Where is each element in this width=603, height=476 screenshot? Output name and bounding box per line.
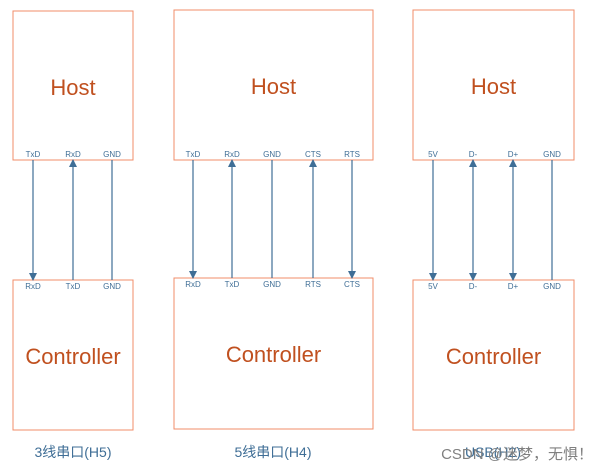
controller-box [12, 279, 134, 431]
controller-pin-label: GND [103, 282, 121, 291]
controller-box [173, 277, 374, 430]
controller-pin-label: D+ [508, 282, 519, 291]
controller-pin-label: D- [469, 282, 478, 291]
host-pin-label: TxD [26, 150, 41, 159]
panel-caption: 5线串口(H4) [234, 444, 311, 460]
controller-pin-label: TxD [66, 282, 81, 291]
controller-pin-label: 5V [428, 282, 438, 291]
controller-pin-label: CTS [344, 280, 360, 289]
controller-pin-label: TxD [225, 280, 240, 289]
controller-pin-label: RxD [25, 282, 41, 291]
host-pin-label: 5V [428, 150, 438, 159]
controller-pin-label: RxD [185, 280, 201, 289]
controller-pin-label: GND [263, 280, 281, 289]
host-pin-label: D+ [508, 150, 519, 159]
host-box [412, 9, 575, 161]
controller-title: Controller [25, 344, 120, 369]
controller-pin-label: GND [543, 282, 561, 291]
panel-caption: USB(H2) [465, 444, 521, 460]
host-pin-label: TxD [186, 150, 201, 159]
watermark: CSDN @迷梦，无惧！ [441, 446, 593, 463]
host-pin-label: RxD [224, 150, 240, 159]
host-box [12, 10, 134, 161]
controller-box [412, 279, 575, 431]
controller-pin-label: RTS [305, 280, 321, 289]
controller-title: Controller [226, 342, 321, 367]
host-pin-label: CTS [305, 150, 321, 159]
host-pin-label: GND [103, 150, 121, 159]
host-title: Host [471, 74, 516, 99]
host-pin-label: RTS [344, 150, 360, 159]
host-pin-label: GND [543, 150, 561, 159]
host-pin-label: D- [469, 150, 478, 159]
host-box [173, 9, 374, 161]
controller-title: Controller [446, 344, 541, 369]
host-title: Host [50, 75, 95, 100]
host-pin-label: GND [263, 150, 281, 159]
panel-caption: 3线串口(H5) [34, 444, 111, 460]
host-title: Host [251, 74, 296, 99]
host-pin-label: RxD [65, 150, 81, 159]
